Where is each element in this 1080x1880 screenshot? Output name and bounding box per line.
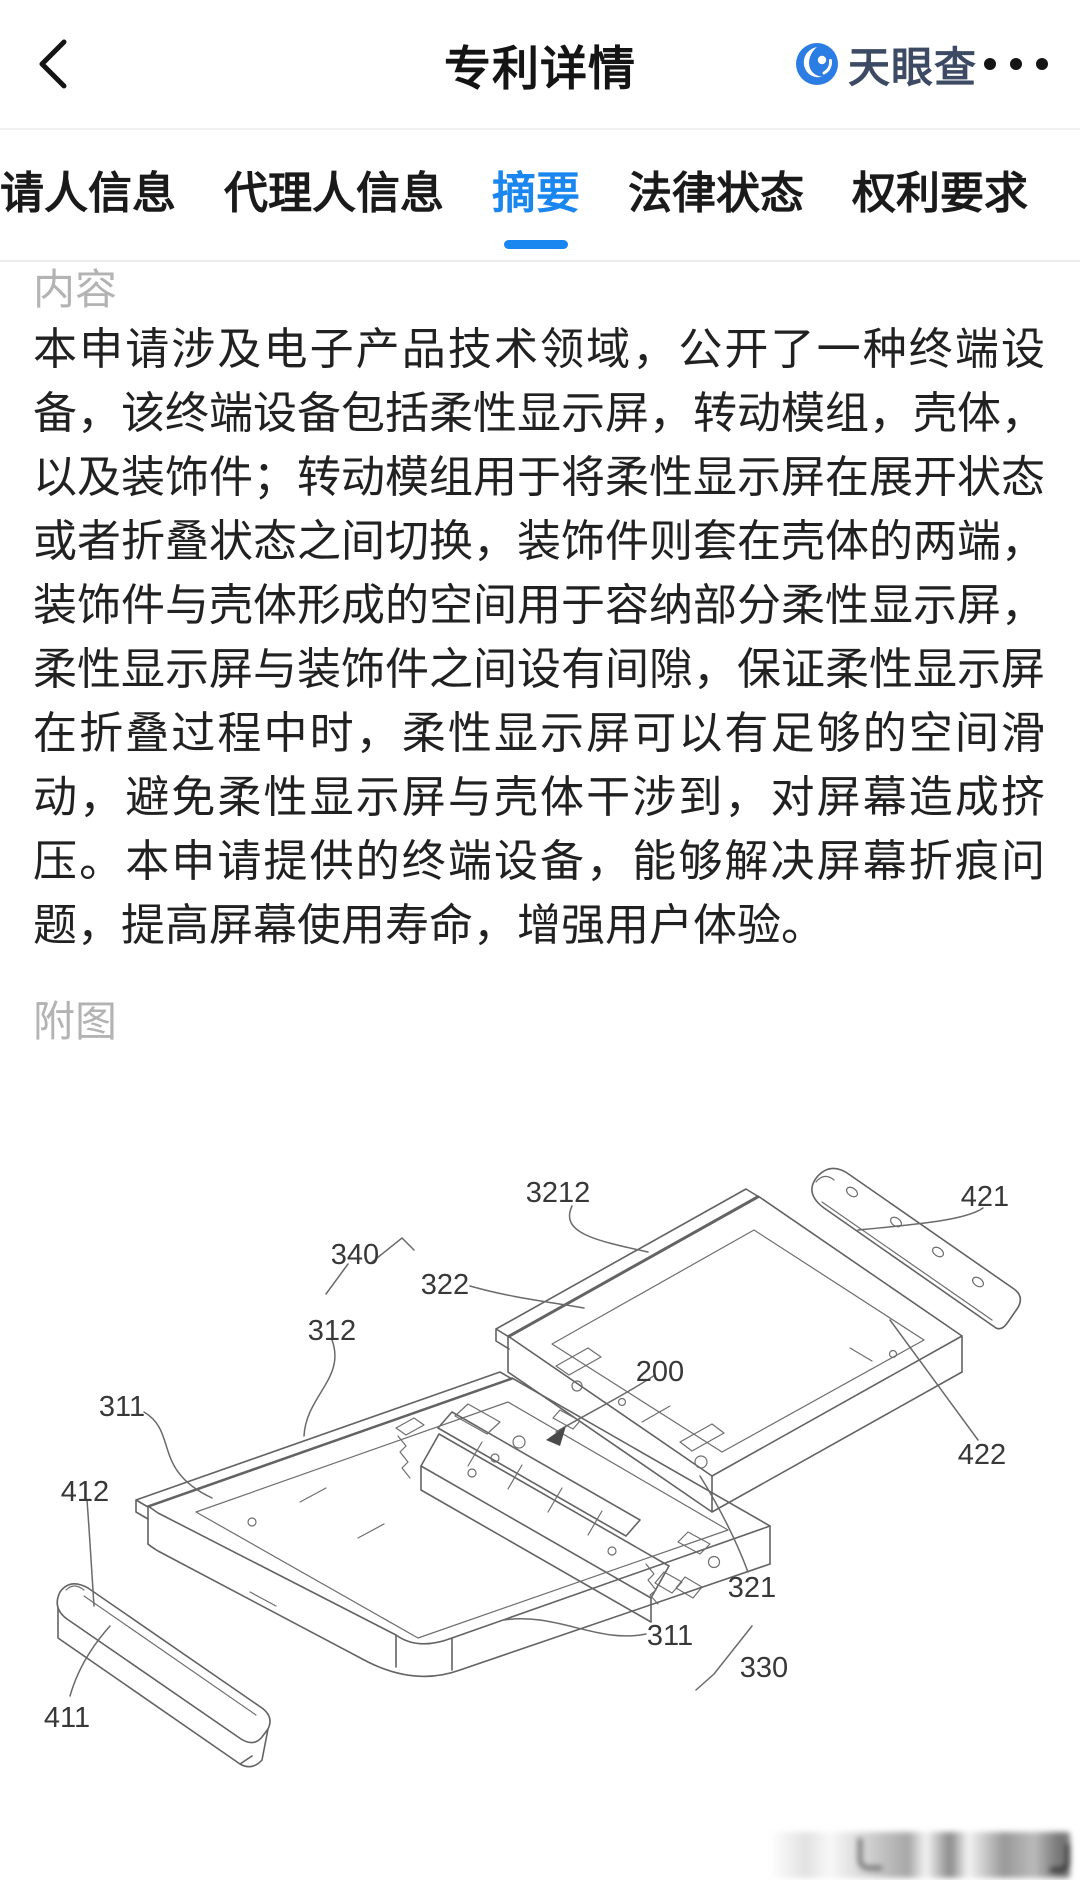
figure-part-label: 321 — [728, 1572, 776, 1604]
tab-agent-info[interactable]: 代理人信息 — [224, 169, 444, 218]
hinge-module-drawing — [395, 1411, 703, 1623]
top-navigation-bar: 专利详情 天眼查 — [0, 0, 1080, 130]
figure-part-label: 422 — [958, 1439, 1006, 1471]
figure-part-label: 340 — [331, 1239, 379, 1271]
dot-icon — [1010, 58, 1022, 70]
figure-part-label: 412 — [61, 1476, 109, 1508]
figure-part-label: 421 — [961, 1181, 1009, 1213]
figure-label: 附图 — [33, 998, 118, 1045]
dot-icon — [984, 58, 996, 70]
dot-icon — [1036, 58, 1048, 70]
brand-logo: 天眼查 — [794, 0, 977, 128]
leader-lines — [69, 1205, 984, 1697]
tab-abstract[interactable]: 摘要 — [492, 170, 580, 249]
patent-figure-image[interactable]: 3212 421 340 322 312 311 412 200 422 321… — [0, 1140, 1080, 1780]
figure-part-label: 3212 — [526, 1177, 591, 1209]
figure-part-label: 312 — [308, 1315, 356, 1347]
figure-part-label: 330 — [740, 1652, 788, 1684]
right-cap-drawing — [811, 1167, 1022, 1330]
tianyancha-eye-icon — [796, 43, 838, 85]
active-tab-underline — [504, 240, 568, 249]
watermark-smudge — [770, 1832, 1070, 1878]
back-button[interactable] — [34, 34, 74, 94]
left-housing-drawing — [135, 1371, 771, 1678]
content-label: 内容 — [33, 266, 118, 313]
abstract-section: 内容 本申请涉及电子产品技术领域，公开了一种终端设备，该终端设备包括柔性显示屏，… — [33, 262, 1047, 1045]
figure-part-label: 411 — [44, 1702, 90, 1734]
left-cap-drawing — [56, 1583, 271, 1768]
part-labels: 3212 421 340 322 312 311 412 200 422 321… — [44, 1177, 1009, 1734]
tab-claims[interactable]: 权利要求 — [852, 169, 1028, 218]
figure-part-label: 311 — [647, 1620, 693, 1652]
tab-list: 请人信息 代理人信息 摘要 法律状态 权利要求 — [0, 130, 1080, 249]
exploded-view-drawing: 3212 421 340 322 312 311 412 200 422 321… — [44, 1167, 1022, 1768]
figure-part-label: 311 — [99, 1391, 145, 1423]
right-housing-drawing — [495, 1188, 963, 1513]
arrowhead-200 — [546, 1426, 566, 1446]
back-chevron-icon — [39, 39, 67, 89]
patent-detail-tabbar: 请人信息 代理人信息 摘要 法律状态 权利要求 — [0, 130, 1080, 262]
abstract-text: 本申请涉及电子产品技术领域，公开了一种终端设备，该终端设备包括柔性显示屏，转动模… — [33, 325, 1045, 950]
more-menu-button[interactable] — [984, 0, 1048, 128]
tab-applicant-info[interactable]: 请人信息 — [0, 169, 176, 218]
figure-part-label: 200 — [636, 1356, 684, 1388]
tab-legal-status[interactable]: 法律状态 — [628, 169, 804, 218]
page-title: 专利详情 — [444, 41, 636, 95]
figure-part-label: 322 — [421, 1269, 469, 1301]
brand-name: 天眼查 — [848, 43, 978, 91]
